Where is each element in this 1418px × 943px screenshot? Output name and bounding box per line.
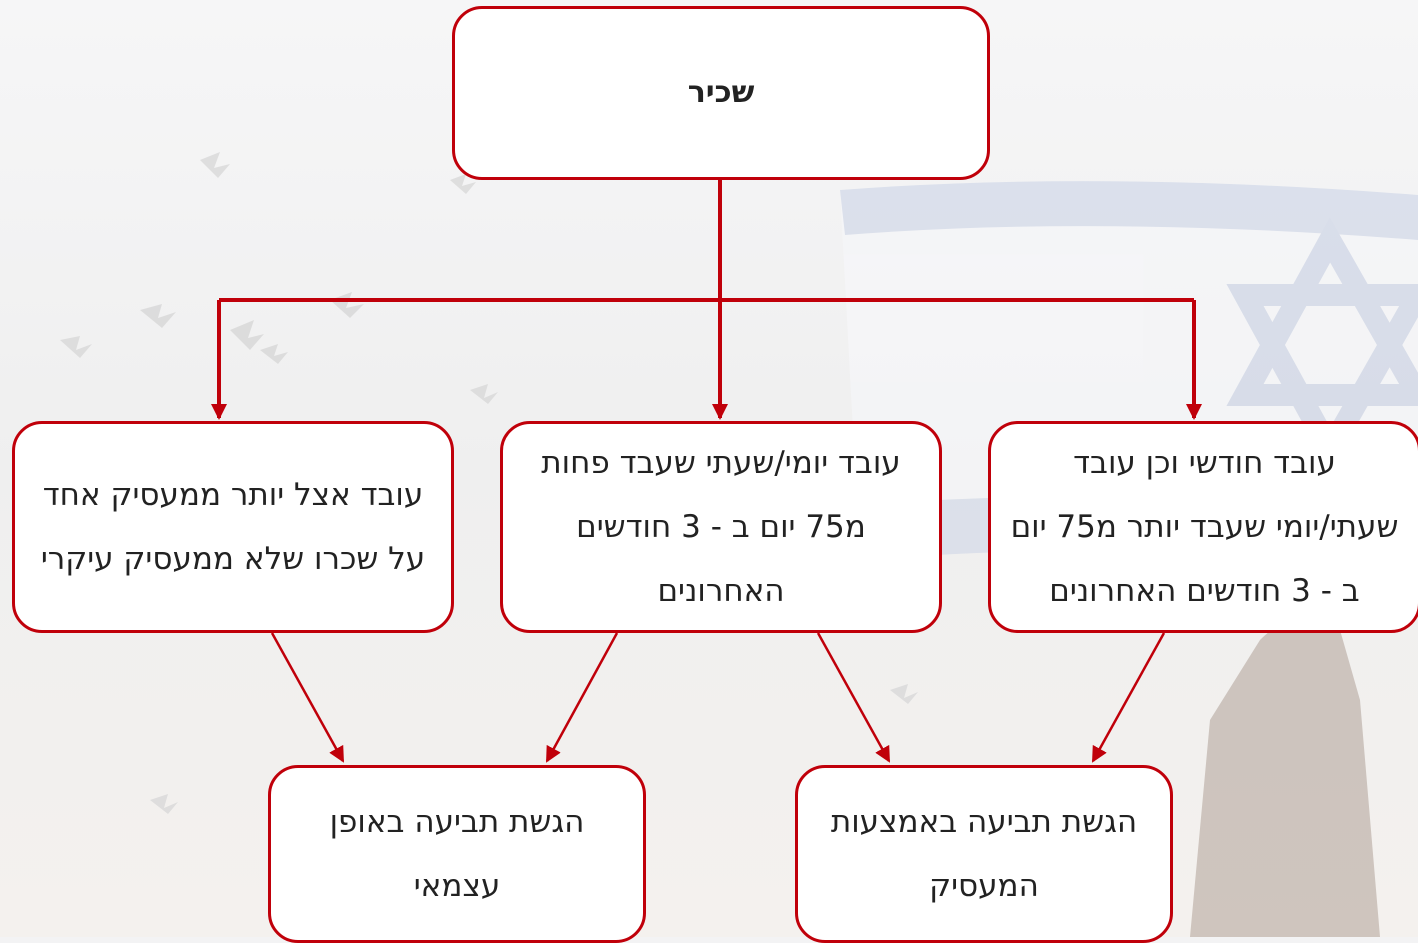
- node-self-claim: הגשת תביעה באופן עצמאי: [268, 765, 646, 943]
- node-self-claim-label: הגשת תביעה באופן עצמאי: [329, 804, 585, 904]
- edge-middle-bottom-right: [816, 632, 891, 763]
- birds-graphic: [60, 152, 918, 814]
- edge-left-bottom-left: [270, 632, 345, 763]
- node-root: שכיר: [452, 6, 990, 180]
- edge-right-bottom-right: [1091, 632, 1166, 763]
- node-employer-claim: הגשת תביעה באמצעות המעסיק: [795, 765, 1173, 943]
- node-root-label: שכיר: [687, 75, 755, 110]
- node-multiple-employers: עובד אצל יותר ממעסיק אחד על שכרו שלא ממע…: [12, 421, 454, 633]
- node-monthly-or-over-75-label: עובד חודשי וכן עובד שעתי/יומי שעבד יותר …: [1010, 445, 1399, 609]
- node-multiple-employers-label: עובד אצל יותר ממעסיק אחד על שכרו שלא ממע…: [40, 477, 426, 577]
- node-employer-claim-label: הגשת תביעה באמצעות המעסיק: [830, 804, 1138, 904]
- soldier-silhouette: [1190, 617, 1380, 937]
- node-monthly-or-over-75: עובד חודשי וכן עובד שעתי/יומי שעבד יותר …: [988, 421, 1418, 633]
- edge-middle-bottom-left: [545, 632, 619, 763]
- node-daily-hourly-under-75: עובד יומי/שעתי שעבד פחות מ75 יום ב - 3 ח…: [500, 421, 942, 633]
- node-daily-hourly-under-75-label: עובד יומי/שעתי שעבד פחות מ75 יום ב - 3 ח…: [541, 445, 901, 609]
